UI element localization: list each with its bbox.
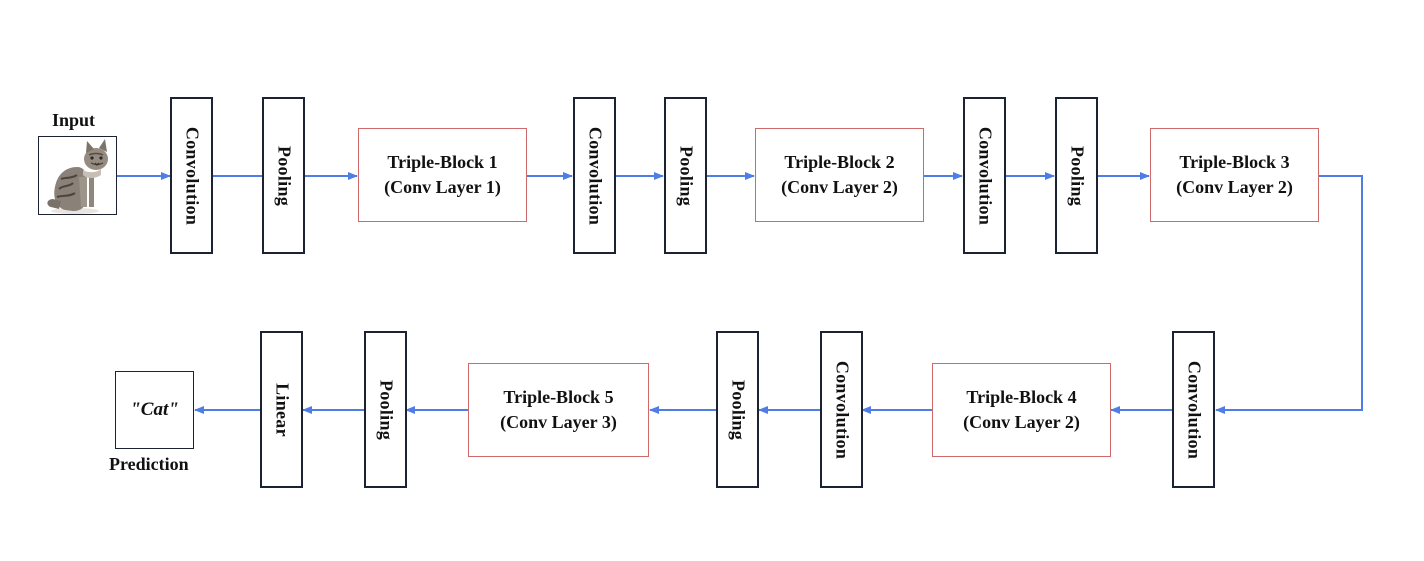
- prediction-label: Prediction: [109, 454, 189, 474]
- convolution-layer: Convolution: [820, 331, 863, 488]
- pooling-layer: Pooling: [664, 97, 707, 254]
- layer-label: Pooling: [1067, 145, 1087, 206]
- pooling-layer: Pooling: [1055, 97, 1098, 254]
- block-title: Triple-Block 3: [1179, 152, 1290, 172]
- block-label: Triple-Block 2 (Conv Layer 2): [756, 150, 923, 200]
- pooling-layer: Pooling: [262, 97, 305, 254]
- triple-block-3: Triple-Block 3 (Conv Layer 2): [1150, 128, 1319, 222]
- triple-block-2: Triple-Block 2 (Conv Layer 2): [755, 128, 924, 222]
- layer-label: Convolution: [585, 126, 605, 225]
- block-subtitle: (Conv Layer 1): [384, 177, 501, 197]
- pooling-layer: Pooling: [716, 331, 759, 488]
- linear-layer: Linear: [260, 331, 303, 488]
- block-subtitle: (Conv Layer 2): [963, 412, 1080, 432]
- layer-label: Pooling: [274, 145, 294, 206]
- layer-label: Convolution: [182, 126, 202, 225]
- prediction-box: "Cat": [115, 371, 194, 449]
- block-subtitle: (Conv Layer 2): [1176, 177, 1293, 197]
- triple-block-1: Triple-Block 1 (Conv Layer 1): [358, 128, 527, 222]
- convolution-layer: Convolution: [170, 97, 213, 254]
- block-title: Triple-Block 4: [966, 387, 1077, 407]
- triple-block-5: Triple-Block 5 (Conv Layer 3): [468, 363, 649, 457]
- layer-label: Convolution: [1184, 360, 1204, 459]
- input-image: [38, 136, 117, 215]
- input-label: Input: [52, 110, 96, 130]
- layer-label: Convolution: [975, 126, 995, 225]
- convolution-layer: Convolution: [963, 97, 1006, 254]
- block-subtitle: (Conv Layer 2): [781, 177, 898, 197]
- wrap-connector: [1215, 175, 1363, 414]
- triple-block-4: Triple-Block 4 (Conv Layer 2): [932, 363, 1111, 457]
- block-subtitle: (Conv Layer 3): [500, 412, 617, 432]
- layer-label: Pooling: [728, 379, 748, 440]
- block-label: Triple-Block 4 (Conv Layer 2): [933, 385, 1110, 435]
- block-label: Triple-Block 1 (Conv Layer 1): [359, 150, 526, 200]
- block-title: Triple-Block 1: [387, 152, 498, 172]
- layer-label: Pooling: [376, 379, 396, 440]
- layer-label: Pooling: [676, 145, 696, 206]
- prediction-value: "Cat": [130, 399, 179, 420]
- block-title: Triple-Block 2: [784, 152, 895, 172]
- block-label: Triple-Block 5 (Conv Layer 3): [469, 385, 648, 435]
- layer-label: Convolution: [832, 360, 852, 459]
- block-title: Triple-Block 5: [503, 387, 614, 407]
- block-label: Triple-Block 3 (Conv Layer 2): [1151, 150, 1318, 200]
- cat-photo-icon: [47, 139, 108, 214]
- pooling-layer: Pooling: [364, 331, 407, 488]
- convolution-layer: Convolution: [573, 97, 616, 254]
- convolution-layer: Convolution: [1172, 331, 1215, 488]
- layer-label: Linear: [272, 382, 292, 437]
